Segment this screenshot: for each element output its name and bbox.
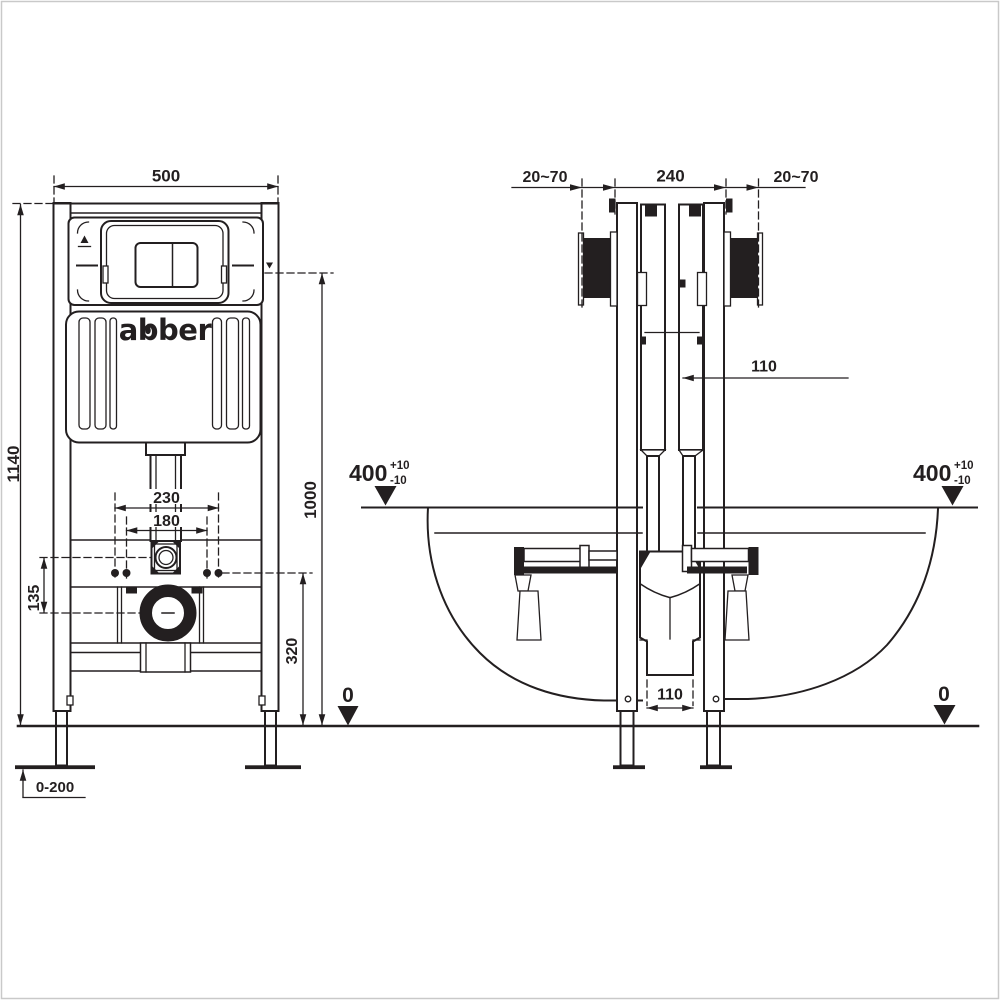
- datum-label: 400: [349, 460, 387, 486]
- dim-label: 230: [153, 490, 180, 507]
- datum-triangle-icon: [374, 486, 397, 506]
- dim-label: 1000: [301, 481, 320, 519]
- tolerance-minus: -10: [390, 475, 407, 487]
- mounting-studs: [514, 544, 759, 641]
- floor-datum-side: 0: [933, 683, 956, 725]
- logo-droplet-icon: [145, 323, 151, 335]
- dim-label: 20~70: [523, 169, 568, 186]
- level-mark-icon: [266, 262, 273, 269]
- dim-top-chain: 20~70 240 20~70: [511, 167, 819, 191]
- dim-500: 500: [53, 167, 279, 203]
- cistern: abber: [65, 310, 262, 444]
- flush-plate-assembly: [67, 216, 273, 306]
- dim-180: 180: [125, 512, 208, 579]
- dim-1000: 1000: [264, 272, 334, 726]
- floor-datum-front: 0: [337, 684, 359, 726]
- datum-label: 0: [342, 684, 354, 707]
- water-inlet-fitting: [150, 540, 181, 575]
- flush-buttons: [134, 242, 199, 288]
- bowl-rim-lines: [361, 506, 978, 534]
- dim-outlet-spacing: 110: [646, 679, 694, 712]
- datum-400-left: 400 +10 -10: [349, 460, 410, 506]
- datum-triangle-icon: [933, 705, 956, 725]
- dim-135: 135: [26, 556, 152, 614]
- dim-label: 20~70: [774, 169, 819, 186]
- foot-plate: [700, 765, 732, 770]
- dim-label: 0-200: [36, 779, 74, 796]
- foot-plate: [613, 765, 645, 770]
- dim-label: 135: [26, 585, 43, 612]
- datum-triangle-icon: [337, 706, 359, 726]
- foot-plate: [15, 765, 95, 770]
- dim-label: 180: [153, 513, 180, 530]
- datum-label: 400: [913, 460, 951, 486]
- dim-label: 500: [152, 167, 180, 186]
- dim-1140: 1140: [4, 202, 53, 726]
- side-rails: [609, 198, 733, 770]
- drain-elbow: [639, 550, 701, 676]
- dim-cistern-depth: 110: [682, 359, 849, 382]
- frame-legs: [15, 695, 301, 770]
- dim-230: 230: [114, 489, 220, 579]
- tolerance-minus: -10: [954, 475, 971, 487]
- datum-triangle-icon: [941, 486, 964, 506]
- datum-400-right: 400 +10 -10: [913, 460, 974, 506]
- dim-label: 320: [284, 638, 301, 665]
- fixing-bolts: [111, 569, 223, 577]
- tolerance-plus: +10: [390, 460, 410, 472]
- front-view: abber: [4, 167, 359, 799]
- dim-label: 1140: [4, 446, 23, 483]
- brand-logo: abber: [119, 313, 213, 347]
- dim-label: 240: [656, 167, 684, 186]
- drain-assembly: [116, 584, 205, 673]
- wall-brackets: [577, 231, 764, 307]
- datum-label: 0: [938, 683, 950, 706]
- dim-label: 110: [751, 359, 777, 376]
- foot-plate: [245, 765, 301, 770]
- dim-320: 320: [221, 572, 313, 726]
- wall-position-lines: [581, 178, 760, 309]
- dim-0-200: 0-200: [19, 769, 86, 799]
- toilet-bowl-profile: [426, 506, 940, 702]
- side-view: 20~70 240 20~70 110 400 +10 -10 400 +10 …: [349, 167, 978, 770]
- dim-label: 110: [657, 687, 683, 704]
- tolerance-plus: +10: [954, 460, 974, 472]
- fill-valve-icon: [80, 235, 89, 243]
